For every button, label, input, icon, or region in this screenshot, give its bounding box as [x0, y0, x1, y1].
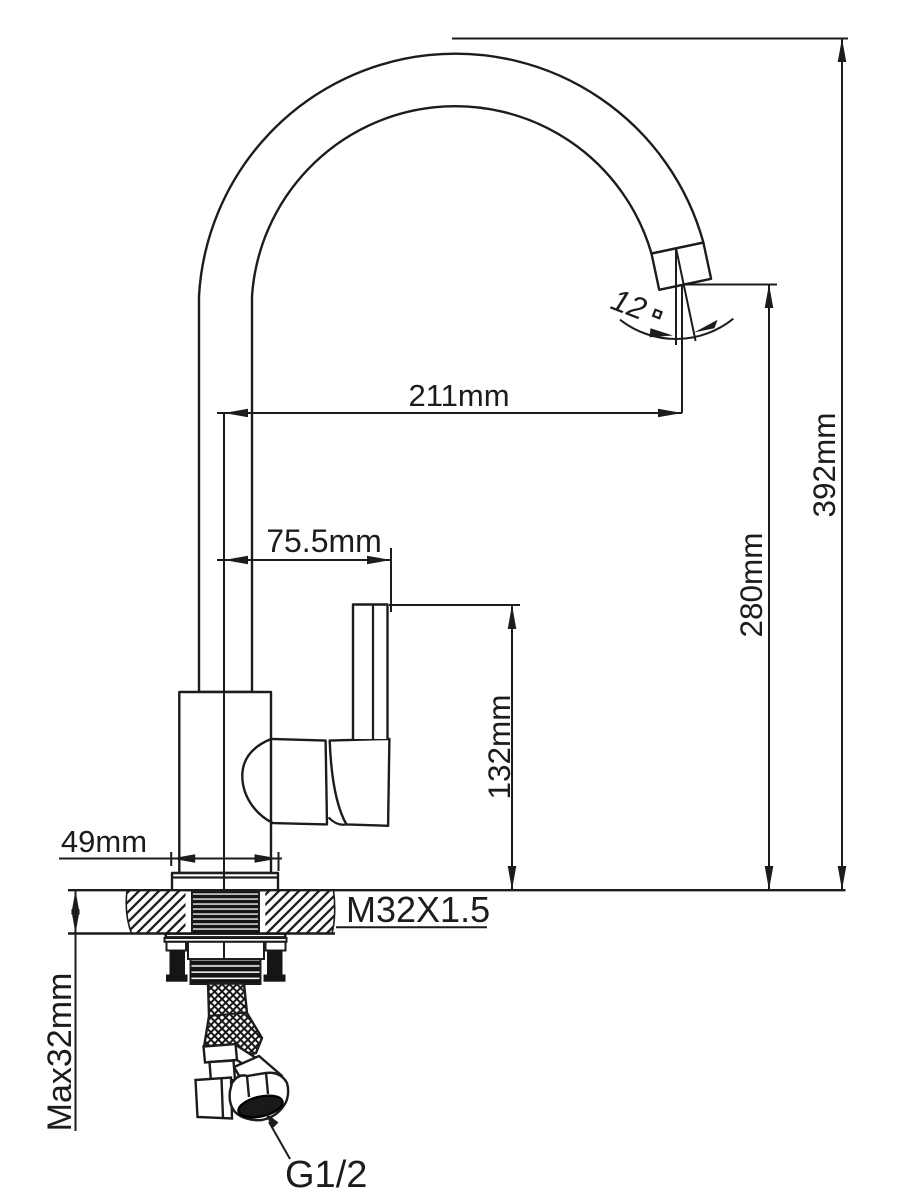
svg-text:280mm: 280mm: [733, 532, 769, 637]
svg-text:Max32mm: Max32mm: [41, 973, 79, 1132]
svg-text:M32X1.5: M32X1.5: [346, 889, 490, 930]
svg-text:49mm: 49mm: [61, 824, 147, 859]
svg-text:132mm: 132mm: [481, 694, 517, 799]
svg-text:G1/2: G1/2: [285, 1154, 367, 1196]
svg-text:392mm: 392mm: [806, 412, 842, 517]
svg-text:211mm: 211mm: [408, 378, 509, 413]
svg-text:75.5mm: 75.5mm: [266, 523, 382, 559]
